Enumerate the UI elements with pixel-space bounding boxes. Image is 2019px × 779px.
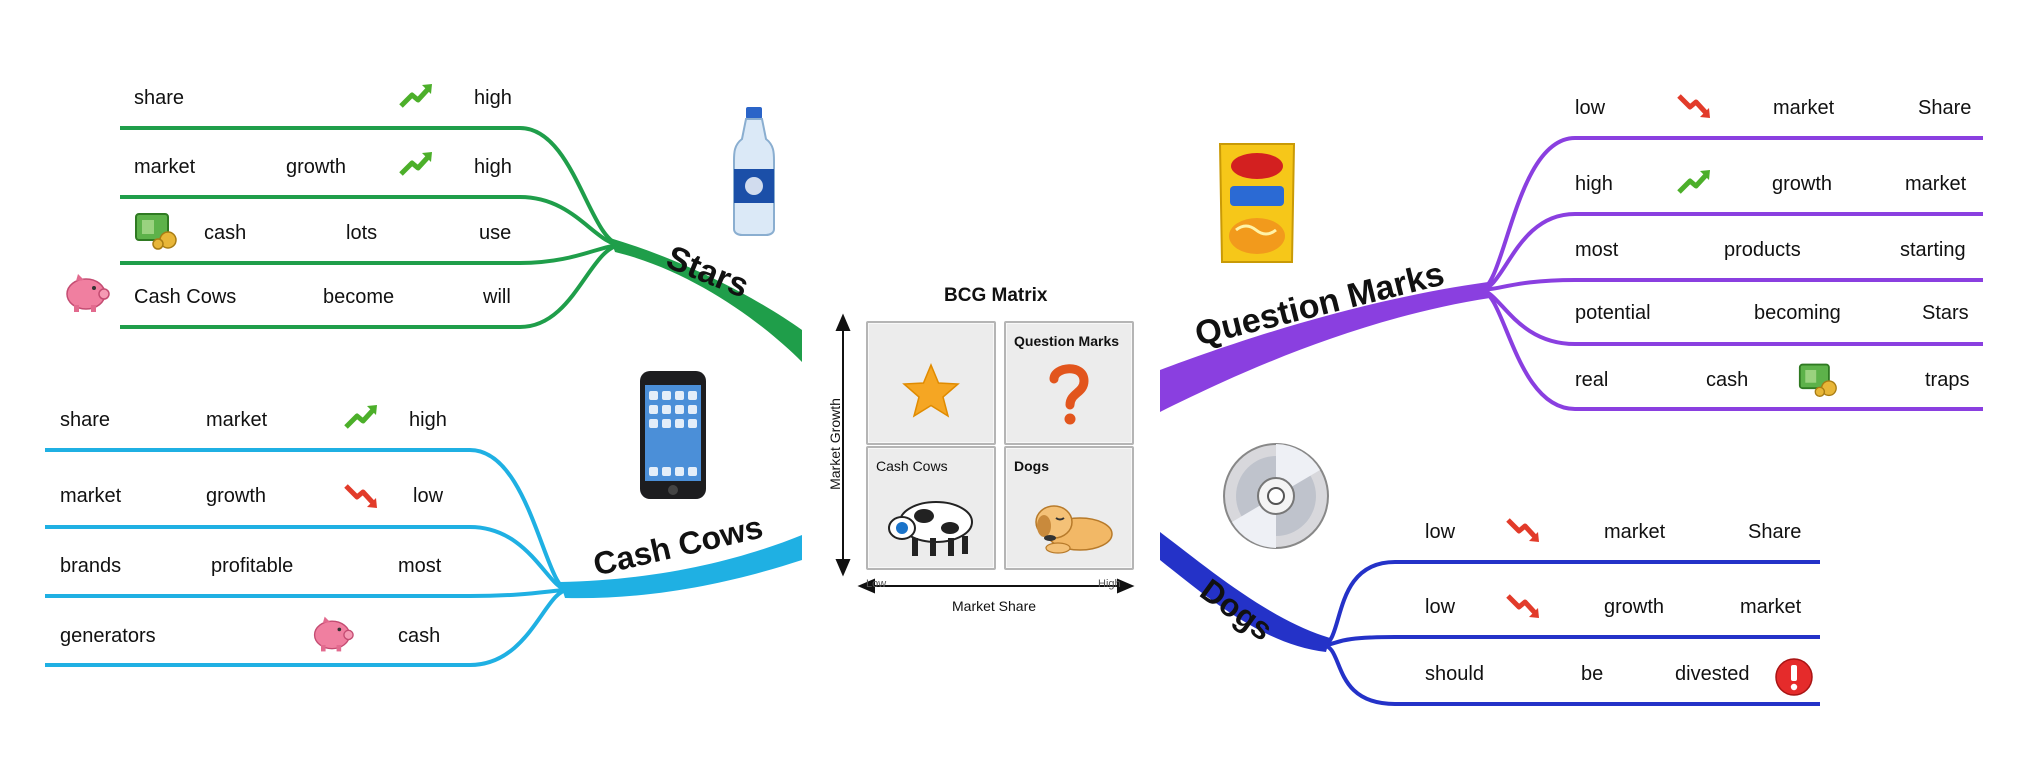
trend-up-icon — [399, 84, 432, 108]
question-marks-row1-word2: market — [1773, 97, 1835, 119]
noodle-packet-icon — [1218, 143, 1296, 263]
dog-icon — [1035, 505, 1113, 554]
question-marks-row5-word1: real — [1575, 369, 1609, 391]
question-marks-branch-trunk — [1160, 282, 1490, 412]
cash-cows-row2-word2: growth — [206, 485, 267, 507]
cash-cows-row1-word2: market — [206, 409, 268, 431]
x-axis-label: Market Share — [952, 598, 1037, 614]
cash-cows-branch-lines — [45, 448, 569, 667]
stars-row4-word1: Cash Cows — [134, 286, 237, 308]
cash-cows-row2-word1: market — [60, 485, 122, 507]
cow-icon — [888, 501, 973, 556]
stars-row3-word1: cash — [204, 222, 247, 244]
question-marks-row2-word2: growth — [1772, 173, 1833, 195]
cash-cows-row1-word3: high — [409, 409, 447, 431]
money-icon — [135, 213, 177, 250]
trend-down-icon — [344, 484, 377, 508]
stars-row4-word2: become — [323, 286, 395, 308]
cash-cows-row1-word1: share — [60, 409, 111, 431]
dogs-branch-trunk — [1160, 532, 1330, 652]
dogs-row1-word2: market — [1604, 521, 1666, 543]
stars-row2-word3: high — [474, 156, 512, 178]
cash-cows-row3-word3: most — [398, 555, 442, 577]
dogs-row3-word1: should — [1425, 663, 1484, 685]
question-marks-row4-word1: potential — [1575, 302, 1651, 324]
matrix-cell-cash-cows: Cash Cows — [866, 446, 996, 570]
x-axis-low-label: Low — [866, 578, 887, 590]
matrix-cell-stars — [866, 321, 996, 445]
question-marks-row3-word1: most — [1575, 239, 1619, 261]
matrix-cell-cash-cows-label: Cash Cows — [876, 458, 948, 474]
stars-row1-word2: high — [474, 87, 512, 109]
trend-down-icon — [1506, 594, 1539, 618]
question-marks-row3-word2: products — [1724, 239, 1801, 261]
dogs-row2-word2: growth — [1604, 596, 1665, 618]
x-axis-high-label: High — [1098, 578, 1121, 590]
stars-branch-trunk — [610, 238, 802, 362]
matrix-cell-dogs: Dogs — [1004, 446, 1134, 570]
stars-row1-word1: share — [134, 87, 185, 109]
matrix-title: BCG Matrix — [944, 285, 1048, 306]
cash-cows-row3-word2: profitable — [211, 555, 294, 577]
piggy-bank-icon — [313, 616, 354, 652]
money-icon — [1798, 363, 1837, 398]
question-marks-row1-word1: low — [1575, 97, 1606, 119]
stars-row4-word3: will — [483, 286, 511, 308]
matrix-axes — [835, 313, 1135, 594]
cash-cows-row4-word1: generators — [60, 625, 156, 647]
question-marks-row4-word2: becoming — [1754, 302, 1841, 324]
question-marks-row1-word3: Share — [1918, 97, 1972, 119]
trend-down-icon — [1677, 94, 1710, 118]
stars-row3-word2: lots — [346, 222, 378, 244]
compact-disc-icon — [1223, 443, 1329, 549]
y-axis-label: Market Growth — [827, 398, 843, 490]
exclamation-icon — [1775, 658, 1813, 696]
stars-row3-word3: use — [479, 222, 512, 244]
question-marks-row4-word3: Stars — [1922, 302, 1969, 324]
water-bottle-icon — [733, 107, 775, 236]
dogs-row3-word2: be — [1581, 663, 1604, 685]
trend-up-icon — [1677, 170, 1710, 194]
question-icon — [1049, 364, 1089, 425]
cash-cows-row4-word2: cash — [398, 625, 441, 647]
matrix-cell-question-marks-label: Question Marks — [1014, 333, 1120, 349]
question-marks-row3-word3: starting — [1900, 239, 1966, 261]
dogs-row1-word1: low — [1425, 521, 1456, 543]
dogs-row2-word1: low — [1425, 596, 1456, 618]
matrix-cell-question-marks: Question Marks — [1004, 321, 1134, 445]
dogs-row2-word3: market — [1740, 596, 1802, 618]
trend-up-icon — [399, 152, 432, 176]
question-marks-row2-word1: high — [1575, 173, 1613, 195]
cash-cows-branch-trunk — [560, 535, 802, 599]
dogs-row1-word3: Share — [1748, 521, 1802, 543]
dogs-row3-word3: divested — [1675, 663, 1750, 685]
trend-down-icon — [1506, 518, 1539, 542]
star-icon — [902, 363, 960, 418]
cash-cows-row2-word3: low — [413, 485, 444, 507]
stars-row2-word2: growth — [286, 156, 347, 178]
question-marks-row5-word3: traps — [1925, 369, 1970, 391]
question-marks-row2-word3: market — [1905, 173, 1967, 195]
matrix-cell-dogs-label: Dogs — [1014, 458, 1049, 474]
piggy-bank-icon — [66, 274, 110, 312]
smartphone-icon — [640, 371, 706, 499]
stars-row2-word1: market — [134, 156, 196, 178]
trend-up-icon — [344, 405, 377, 429]
question-marks-row5-word2: cash — [1706, 369, 1749, 391]
cash-cows-row3-word1: brands — [60, 555, 122, 577]
